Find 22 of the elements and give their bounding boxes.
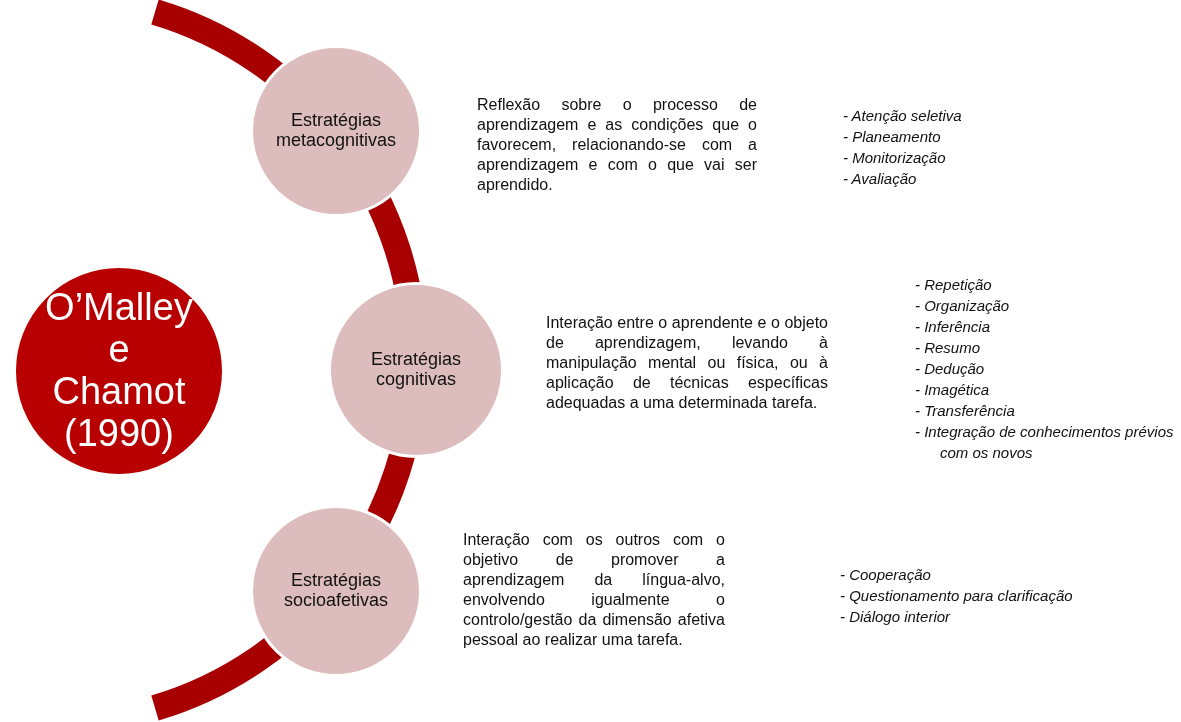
description-text: Interação entre o aprendente e o objeto de aprendizagem, levando à manipulação mental ou física, ou à aplicação de técnicas específicas adequadas a uma determinada tarefa. [546, 313, 828, 413]
list-item: - Cooperação [840, 565, 932, 585]
author-title: O’Malley e Chamot (1990) [44, 287, 194, 455]
list-item: - Resumo [915, 338, 982, 358]
strategy-title: Estratégias cognitivas [369, 350, 462, 390]
list-item: - Repetição [915, 275, 993, 295]
list-item: - Transferência [915, 401, 1016, 421]
list-item: - Atenção seletiva [843, 106, 962, 126]
strategy-title: Estratégias metacognitivas [274, 111, 398, 151]
list-item: - Monitorização [843, 148, 946, 168]
list-item: - Imagética [915, 380, 991, 400]
description-text: Reflexão sobre o processo de aprendizagem e as condições que o favorecem, relacionando-se com a aprendizagem e com o que vai ser aprendido. [477, 95, 757, 195]
list-item: - Integração de conhecimentos prévios com os novos [915, 422, 1175, 463]
list-item: - Organização [915, 296, 1011, 316]
list-item: - Dedução [915, 359, 986, 379]
description-text: Interação com os outros com o objetivo de promover a aprendizagem da língua-alvo, envolvendo igualmente o controlo/gestão da dimensão afetiva pessoal ao realizar uma tarefa. [463, 530, 725, 650]
list-item: - Planeamento [843, 127, 941, 147]
strategy-title: Estratégias socioafetivas [282, 571, 390, 611]
list-item: - Questionamento para clarificação [840, 586, 1074, 606]
list-item: - Avaliação [843, 169, 917, 189]
list-item: - Inferência [915, 317, 992, 337]
list-item: - Diálogo interior [840, 607, 952, 627]
